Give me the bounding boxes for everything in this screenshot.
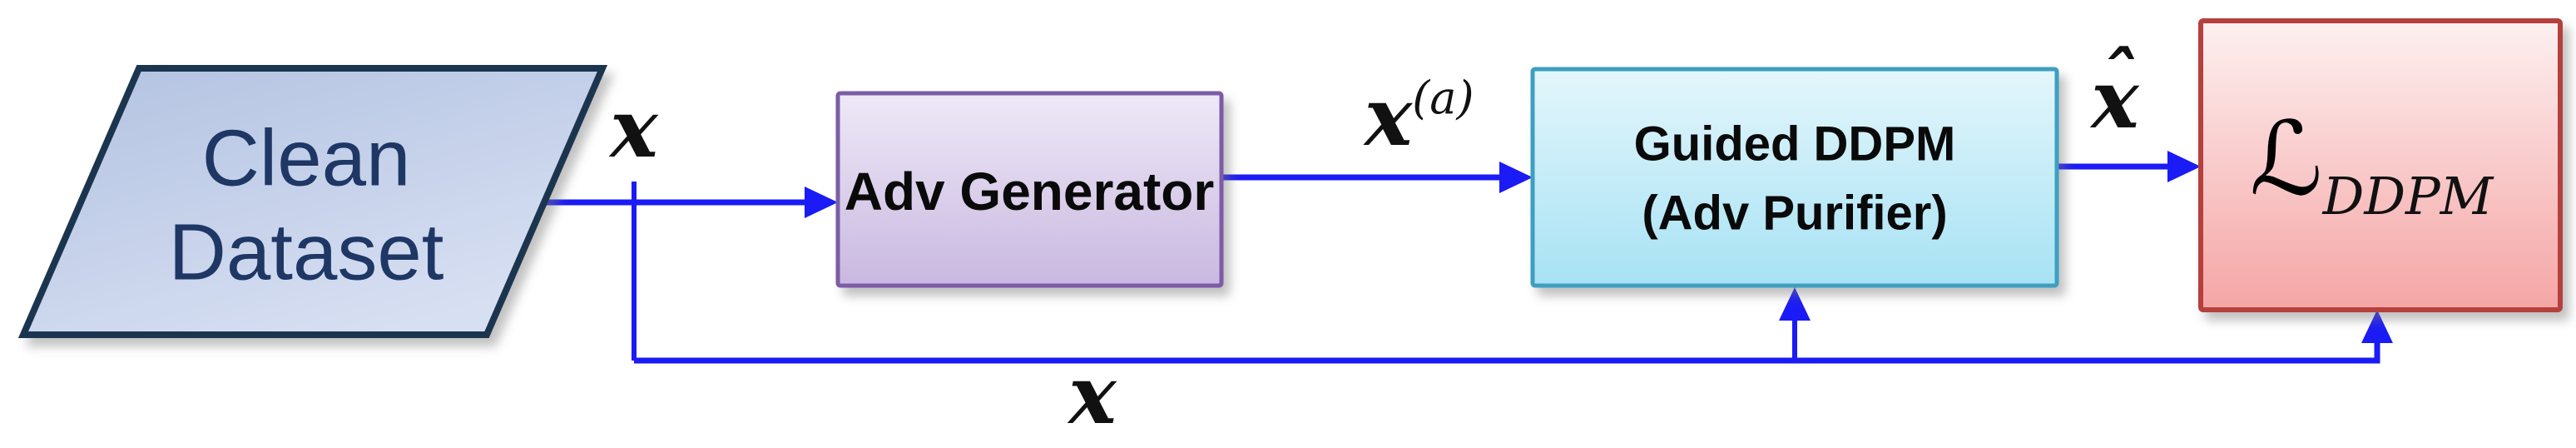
arrowhead-into-ddpm-left <box>1499 162 1533 193</box>
adv-generator-label: Adv Generator <box>845 162 1215 222</box>
guided-ddpm-label-line2: (Adv Purifier) <box>1642 187 1947 241</box>
label-x-adv: x(a) <box>1363 70 1474 164</box>
loss-node <box>2198 18 2563 312</box>
label-x-adv-base: x <box>1363 70 1414 164</box>
label-x-bottom: x <box>1067 348 1117 442</box>
label-x-hat-base: x <box>2089 52 2140 147</box>
loss-symbol: ℒ <box>2250 100 2323 218</box>
clean-dataset-label-line2: Dataset <box>169 208 444 297</box>
edge-x-bottom-bus <box>634 318 2380 364</box>
clean-dataset-node <box>17 65 608 338</box>
arrowhead-into-loss-bottom <box>2361 310 2393 343</box>
loss-subscript: DDPM <box>2322 166 2494 226</box>
label-x-out: x <box>608 82 659 176</box>
arrowhead-into-ddpm-bottom <box>1779 287 1811 321</box>
arrowhead-into-adv-generator <box>805 187 838 218</box>
label-x-hat-accent: ˆ <box>2101 37 2137 121</box>
adv-generator-node <box>835 91 1224 288</box>
guided-ddpm-label-line1: Guided DDPM <box>1634 117 1956 172</box>
loss-label: ℒDDPM <box>2250 100 2494 226</box>
label-x-adv-superscript: (a) <box>1412 72 1474 124</box>
arrowhead-into-loss-left <box>2167 151 2201 182</box>
clean-dataset-label-line1: Clean <box>202 114 411 203</box>
guided-ddpm-node <box>1530 67 2059 288</box>
